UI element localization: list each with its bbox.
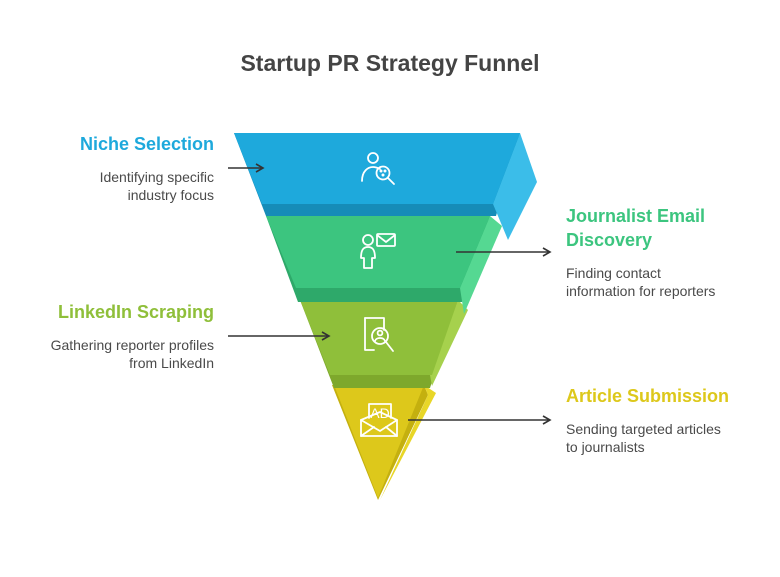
stage-description-niche-selection: Identifying specific industry focus [20, 168, 214, 204]
description-line: information for reporters [566, 283, 716, 299]
label-line: Journalist Email [566, 206, 706, 226]
page-title: Startup PR Strategy Funnel [240, 50, 540, 76]
stage-label-journalist-email: Journalist Email Discovery [566, 204, 766, 252]
description-line: Identifying specific [99, 169, 214, 185]
profile-search-icon [364, 317, 394, 352]
stage-description-article-submission: Sending targeted articles to journalists [566, 420, 766, 456]
description-line: from LinkedIn [129, 355, 214, 371]
stage-side [430, 300, 468, 386]
stage-description-linkedin-scraping: Gathering reporter profiles from LinkedI… [20, 336, 214, 372]
stage-front [334, 385, 424, 498]
user-search-icon [361, 152, 395, 185]
user-mail-icon [360, 233, 396, 269]
stage-description-journalist-email: Finding contact information for reporter… [566, 264, 766, 300]
stage-label-niche-selection: Niche Selection [79, 134, 214, 154]
funnel-stage-journalist-email [266, 216, 502, 314]
ad-text: AD [370, 405, 389, 421]
description-line: Sending targeted articles [566, 421, 721, 437]
ad-envelope-icon: AD [360, 403, 398, 437]
stage-side [493, 133, 537, 240]
description-line: Gathering reporter profiles [50, 337, 214, 353]
stage-side [380, 385, 436, 500]
description-line: industry focus [127, 187, 214, 203]
funnel-stage-article-submission [332, 385, 436, 500]
stage-label-linkedin-scraping: LinkedIn Scraping [57, 302, 214, 322]
stage-label-article-submission: Article Submission [566, 386, 730, 406]
description-line: Finding contact [566, 265, 661, 281]
stage-front [266, 216, 490, 288]
funnel-stage-linkedin-scraping [300, 300, 468, 388]
stage-side [460, 216, 502, 314]
description-line: to journalists [566, 439, 645, 455]
label-line: Discovery [566, 230, 653, 250]
